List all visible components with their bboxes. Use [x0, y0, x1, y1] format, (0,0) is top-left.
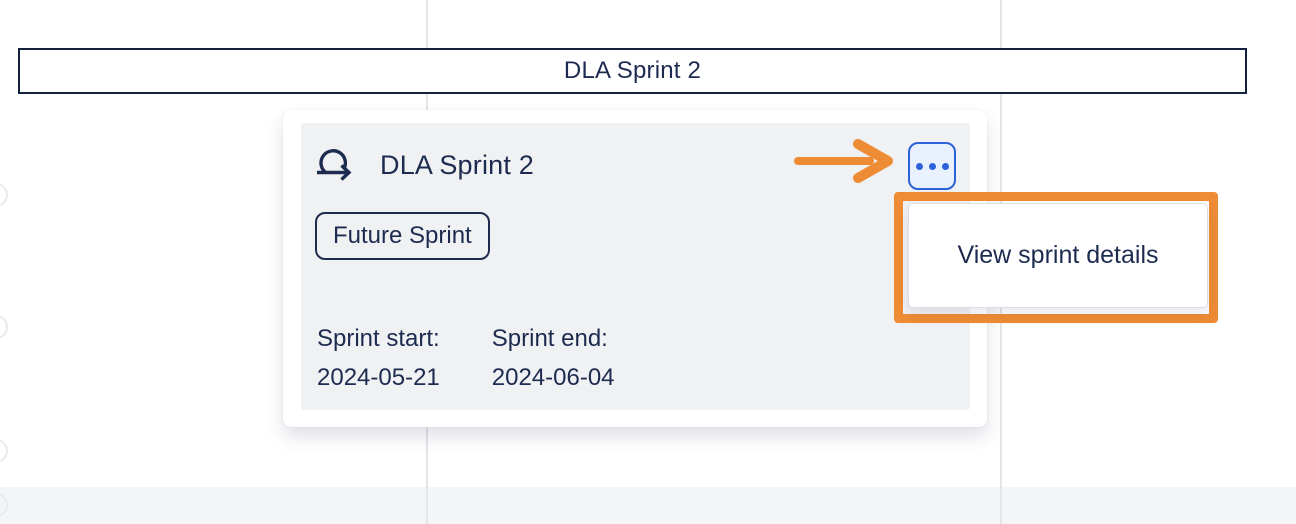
row-bubble-button[interactable] — [0, 315, 8, 339]
sprint-header-label: DLA Sprint 2 — [563, 57, 702, 84]
sprint-dates: Sprint start: 2024-05-21 Sprint end: 202… — [317, 319, 615, 397]
more-actions-button[interactable] — [908, 142, 956, 190]
sprint-end-date: 2024-06-04 — [491, 364, 615, 391]
sprint-start-label: Sprint start: — [317, 325, 440, 352]
row-bubble-button[interactable] — [0, 183, 8, 207]
sprint-start-date: 2024-05-21 — [317, 364, 440, 391]
more-horizontal-meatball-icon — [928, 162, 936, 170]
annotation-highlight-box — [894, 192, 1218, 323]
more-horizontal-meatball-icon — [941, 162, 949, 170]
sprint-context-menu: View sprint details — [908, 203, 1208, 308]
sprint-card: DLA Sprint 2 Future Sprint Sprint start:… — [301, 123, 970, 410]
annotation-arrow-icon — [794, 139, 893, 183]
sprint-title: DLA Sprint 2 — [380, 150, 534, 180]
bottom-row-band — [0, 487, 1296, 524]
sprint-status-lozenge: Future Sprint — [315, 212, 490, 260]
sprint-start-column: Sprint start: 2024-05-21 — [317, 319, 440, 397]
sprint-loop-arrow-icon — [317, 149, 352, 181]
sprint-header-bar[interactable]: DLA Sprint 2 — [18, 48, 1247, 94]
sprint-flyout: DLA Sprint 2 Future Sprint Sprint start:… — [283, 110, 987, 427]
row-bubble-button[interactable] — [0, 439, 8, 463]
menu-item-view-sprint-details[interactable]: View sprint details — [957, 241, 1159, 269]
more-horizontal-meatball-icon — [915, 162, 923, 170]
sprint-end-column: Sprint end: 2024-06-04 — [492, 319, 615, 397]
sprint-end-label: Sprint end: — [491, 325, 608, 352]
